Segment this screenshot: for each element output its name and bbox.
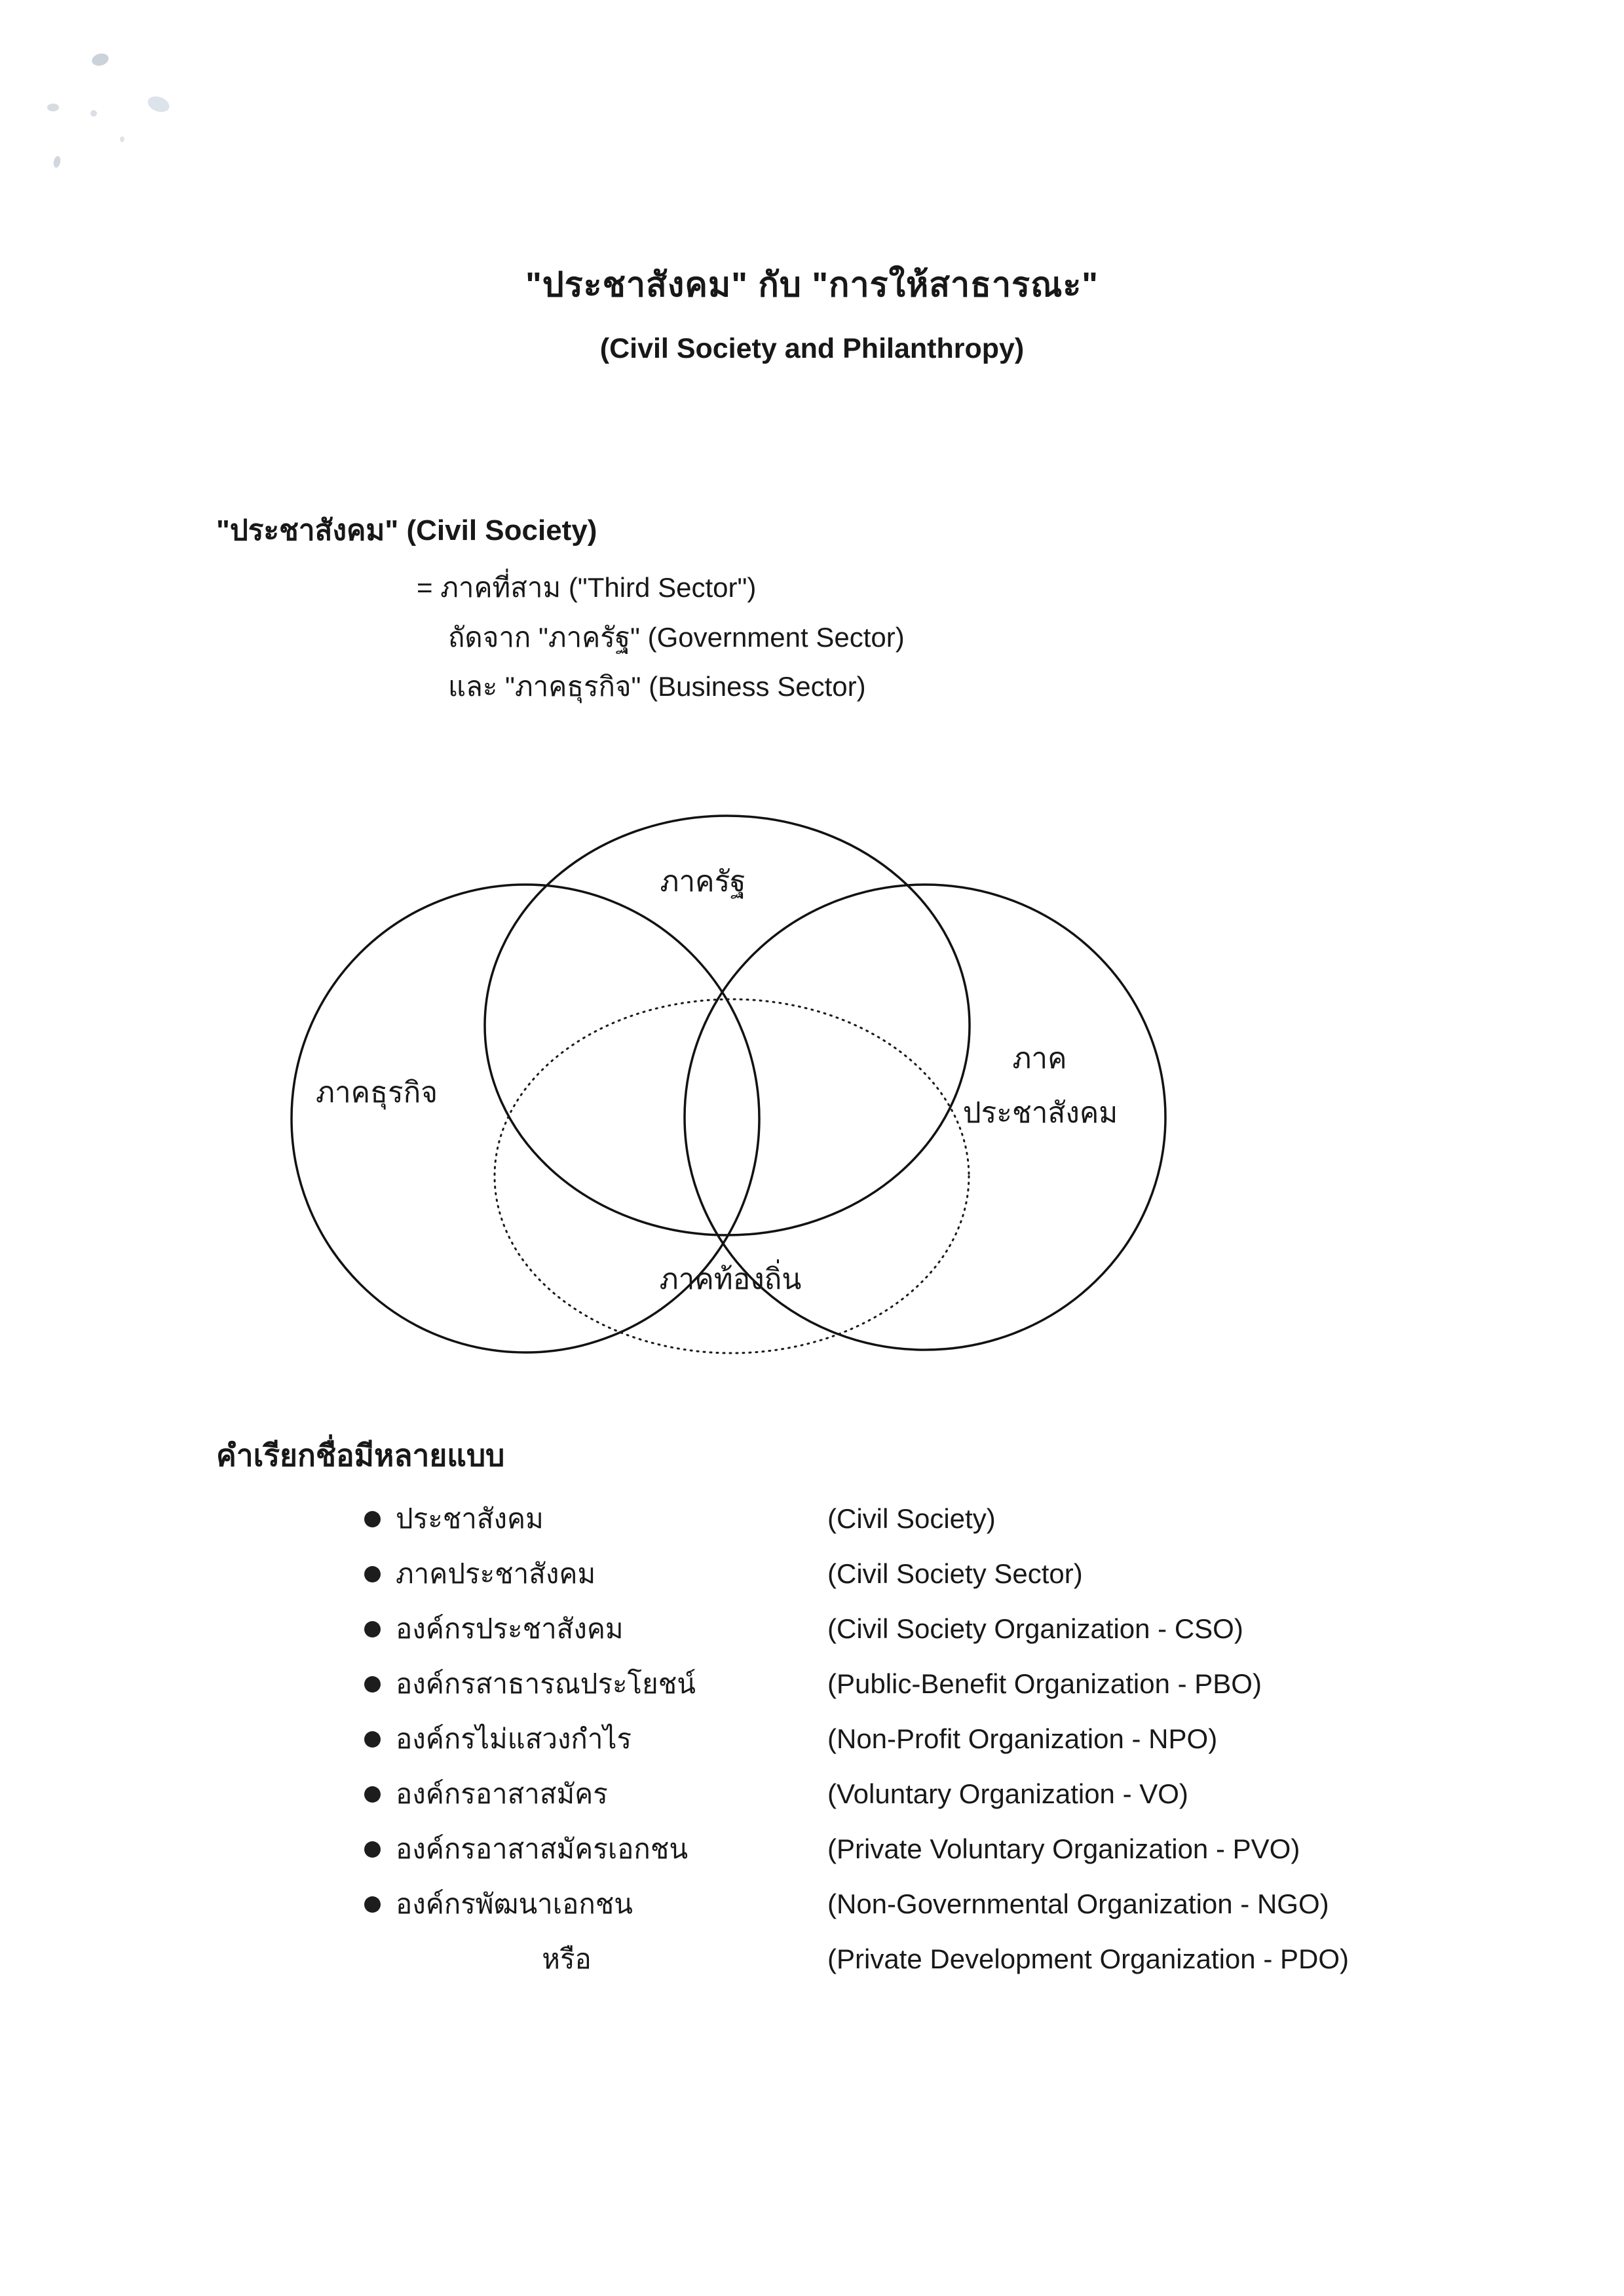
item-english-label: (Non-Profit Organization - NPO): [827, 1723, 1218, 1754]
item-english-label: (Voluntary Organization - VO): [827, 1778, 1188, 1809]
bullet-icon: [364, 1566, 381, 1582]
item-english-label: (Private Development Organization - PDO): [827, 1943, 1349, 1974]
scan-artifact: [90, 51, 110, 68]
list-item: องค์กรอาสาสมัครเอกชน (Private Voluntary …: [0, 1822, 1624, 1877]
item-thai-label: องค์กรสาธารณประโยชน์: [396, 1668, 696, 1699]
item-thai-label: ภาคประชาสังคม: [396, 1558, 596, 1589]
civil-society-sector-circle: [683, 883, 1167, 1351]
item-thai-label: องค์กรอาสาสมัครเอกชน: [396, 1833, 689, 1864]
item-english-label: (Civil Society Organization - CSO): [827, 1613, 1243, 1644]
item-thai-label: หรือ: [542, 1943, 592, 1974]
list-item-or: หรือ (Private Development Organization -…: [0, 1932, 1624, 1987]
civil-society-sector-label-line1: ภาค: [1012, 1043, 1067, 1075]
scan-artifact: [120, 136, 124, 142]
item-thai-label: องค์กรไม่แสวงกำไร: [396, 1723, 632, 1754]
list-item: องค์กรอาสาสมัคร (Voluntary Organization …: [0, 1767, 1624, 1822]
list-item: ประชาสังคม (Civil Society): [0, 1491, 1624, 1546]
list-item: องค์กรประชาสังคม (Civil Society Organiza…: [0, 1601, 1624, 1656]
item-english-label: (Public-Benefit Organization - PBO): [827, 1668, 1262, 1699]
bullet-icon: [364, 1511, 381, 1527]
local-sector-dotted-circle: [493, 998, 970, 1354]
local-sector-label: ภาคท้องถิ่น: [660, 1259, 802, 1295]
naming-list: ประชาสังคม (Civil Society) ภาคประชาสังคม…: [0, 1491, 1624, 1987]
list-item: องค์กรไม่แสวงกำไร (Non-Profit Organizati…: [0, 1712, 1624, 1767]
item-english-label: (Civil Society): [827, 1503, 996, 1534]
definition-line: และ "ภาคธุรกิจ" (Business Sector): [448, 671, 866, 702]
definition-heading: "ประชาสังคม" (Civil Society): [216, 514, 597, 546]
definition-line: ถัดจาก "ภาครัฐ" (Government Sector): [448, 622, 905, 653]
bullet-icon: [364, 1731, 381, 1748]
scan-artifact: [145, 93, 172, 115]
item-thai-label: องค์กรประชาสังคม: [396, 1613, 624, 1644]
scan-artifact: [90, 110, 97, 117]
venn-diagram: ภาครัฐ ภาคธุรกิจ ภาค ประชาสังคม ภาคท้องถ…: [290, 814, 1167, 1354]
list-item: ภาคประชาสังคม (Civil Society Sector): [0, 1546, 1624, 1601]
item-thai-label: ประชาสังคม: [396, 1503, 544, 1534]
item-english-label: (Non-Governmental Organization - NGO): [827, 1888, 1329, 1919]
bullet-icon: [364, 1786, 381, 1803]
scan-artifact: [52, 155, 62, 168]
list-item: องค์กรพัฒนาเอกชน (Non-Governmental Organ…: [0, 1877, 1624, 1932]
business-sector-label: ภาคธุรกิจ: [316, 1077, 438, 1110]
item-english-label: (Private Voluntary Organization - PVO): [827, 1833, 1300, 1864]
scan-artifact: [47, 104, 59, 111]
bullet-icon: [364, 1676, 381, 1693]
item-thai-label: องค์กรพัฒนาเอกชน: [396, 1888, 633, 1919]
naming-heading: คำเรียกชื่อมีหลายแบบ: [216, 1438, 505, 1472]
civil-society-sector-label-line2: ประชาสังคม: [963, 1097, 1118, 1129]
bullet-icon: [364, 1896, 381, 1913]
government-sector-label: ภาครัฐ: [660, 866, 746, 898]
item-thai-label: องค์กรอาสาสมัคร: [396, 1778, 608, 1809]
list-item: องค์กรสาธารณประโยชน์ (Public-Benefit Org…: [0, 1656, 1624, 1712]
bullet-icon: [364, 1841, 381, 1858]
page-title: "ประชาสังคม" กับ "การให้สาธารณะ": [525, 266, 1099, 304]
page-subtitle: (Civil Society and Philanthropy): [599, 333, 1025, 364]
business-sector-circle: [290, 883, 761, 1354]
item-english-label: (Civil Society Sector): [827, 1558, 1083, 1589]
definition-line: = ภาคที่สาม ("Third Sector"): [417, 572, 757, 603]
bullet-icon: [364, 1621, 381, 1637]
